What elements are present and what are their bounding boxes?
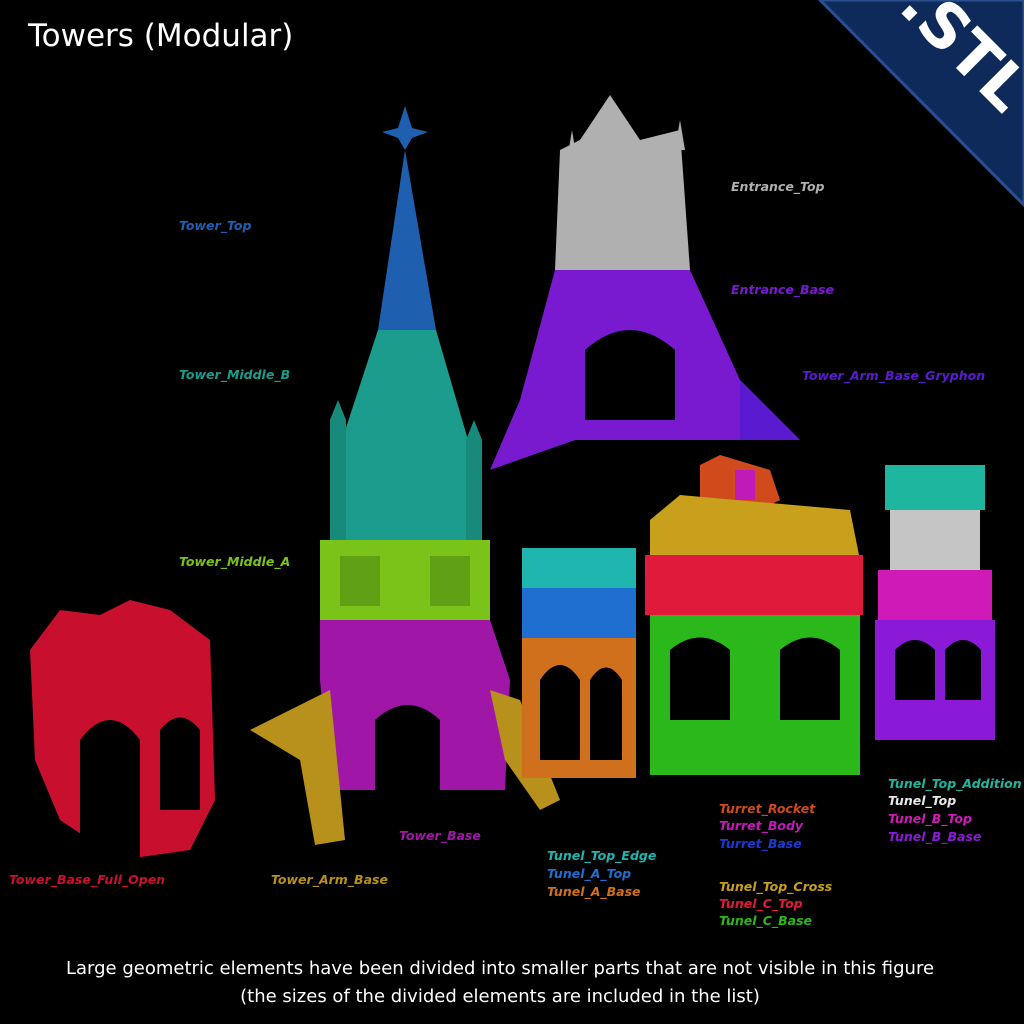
label-turret-rocket: Turret_Rocket [719, 801, 816, 816]
tunnel-b-model [875, 465, 995, 740]
tunnel-c-turret-model [645, 455, 863, 775]
label-turret-base: Turret_Base [719, 836, 802, 851]
label-tower-base: Tower_Base [399, 828, 481, 843]
label-tunel-a-top: Tunel_A_Top [547, 866, 632, 881]
footer-line-1: Large geometric elements have been divid… [65, 958, 935, 979]
tower-base-full-open-model [30, 600, 215, 860]
label-tunel-top: Tunel_Top [888, 793, 957, 808]
entrance-model [490, 95, 800, 470]
label-tower-middle-a: Tower_Middle_A [179, 554, 291, 569]
label-tower-base-full-open: Tower_Base_Full_Open [9, 872, 166, 887]
footer-line-2: (the sizes of the divided elements are i… [240, 986, 760, 1007]
label-tower-top: Tower_Top [179, 218, 252, 233]
label-tower-arm-base-gryphon: Tower_Arm_Base_Gryphon [802, 368, 986, 383]
label-tunel-a-base: Tunel_A_Base [547, 884, 641, 899]
label-tunel-b-top: Tunel_B_Top [888, 811, 972, 826]
tunnel-a-model [522, 548, 636, 778]
page-title: Towers (Modular) [28, 18, 294, 54]
label-tunel-b-base: Tunel_B_Base [888, 829, 982, 844]
label-tunel-c-top: Tunel_C_Top [719, 896, 803, 911]
tower-model [250, 106, 560, 845]
label-tower-middle-b: Tower_Middle_B [179, 367, 291, 382]
label-tunel-top-addition: Tunel_Top_Addition [888, 776, 1022, 791]
label-tunel-c-base: Tunel_C_Base [719, 913, 813, 928]
label-entrance-base: Entrance_Base [731, 282, 834, 297]
label-tunel-top-cross: Tunel_Top_Cross [719, 879, 833, 894]
label-turret-body: Turret_Body [719, 818, 804, 833]
label-entrance-top: Entrance_Top [731, 179, 825, 194]
label-tower-arm-base: Tower_Arm_Base [271, 872, 388, 887]
label-tunel-top-edge: Tunel_Top_Edge [547, 848, 657, 863]
